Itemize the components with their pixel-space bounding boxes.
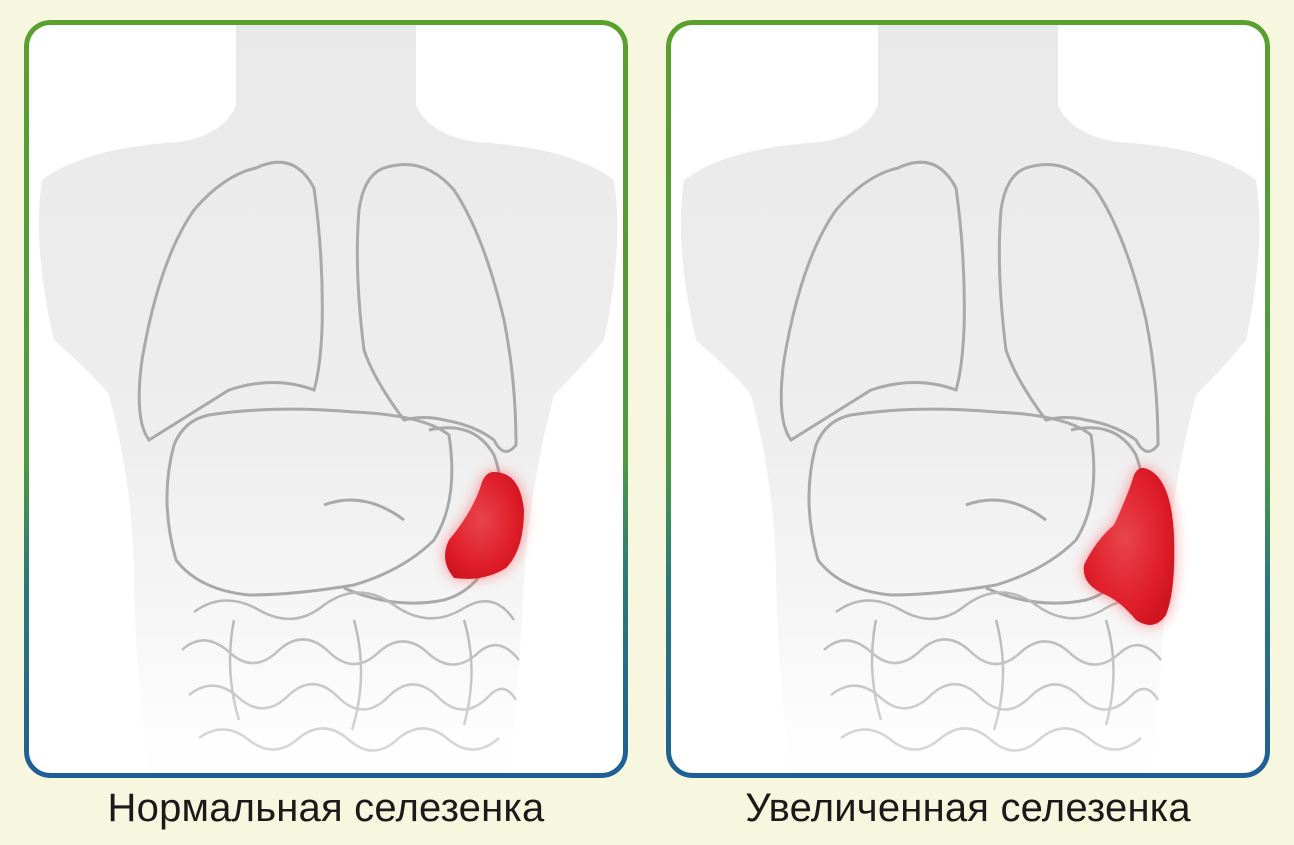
- enlarged-spleen-panel: [666, 20, 1270, 778]
- torso-illustration: [24, 20, 628, 778]
- normal-spleen-caption: Нормальная селезенка: [24, 786, 628, 831]
- torso-illustration: [666, 20, 1270, 778]
- enlarged-spleen-caption: Увеличенная селезенка: [666, 786, 1270, 831]
- normal-spleen-panel: [24, 20, 628, 778]
